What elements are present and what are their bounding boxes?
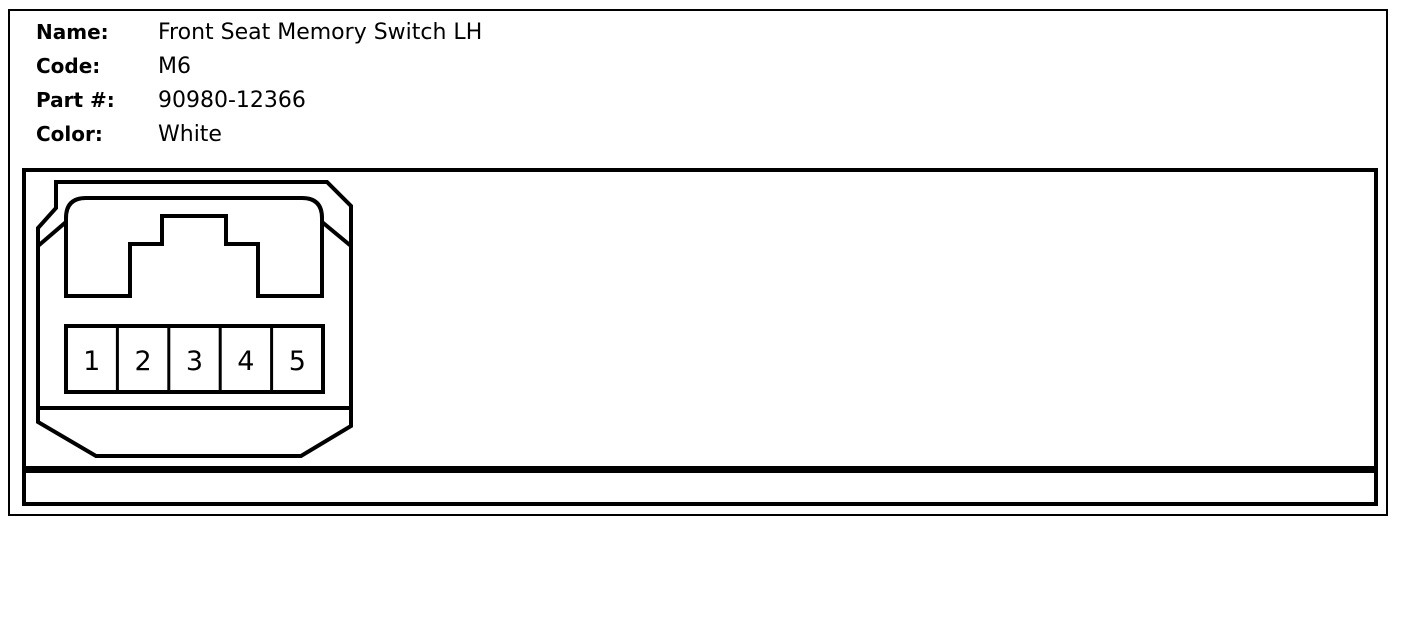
left-flange — [36, 217, 68, 294]
name-row: Name: Front Seat Memory Switch LH — [36, 17, 482, 47]
color-label: Color: — [36, 122, 103, 146]
pin-number-5: 5 — [289, 346, 306, 377]
color-value: White — [158, 121, 222, 147]
pin-number-2: 2 — [135, 346, 152, 377]
code-label: Code: — [36, 54, 101, 78]
connector-drawing-frame — [22, 168, 1378, 470]
pin-block-outline — [64, 324, 325, 394]
part-label: Part #: — [36, 88, 115, 112]
code-row: Code: M6 — [36, 51, 191, 81]
code-value: M6 — [158, 53, 191, 79]
pin-number-1: 1 — [83, 346, 100, 377]
pin-number-4: 4 — [237, 346, 254, 377]
connector-housing-outline — [36, 180, 353, 458]
color-row: Color: White — [36, 119, 222, 149]
name-label: Name: — [36, 20, 109, 44]
pin-number-3: 3 — [186, 346, 203, 377]
footer-frame — [22, 470, 1378, 506]
connector-sheet: Name: Front Seat Memory Switch LH Code: … — [8, 9, 1388, 516]
part-row: Part #: 90980-12366 — [36, 85, 306, 115]
name-value: Front Seat Memory Switch LH — [158, 19, 483, 45]
latch-window — [64, 196, 324, 298]
right-flange — [320, 217, 353, 294]
pin-cavities: 1 2 3 4 5 — [64, 324, 325, 394]
part-value: 90980-12366 — [158, 87, 306, 113]
connector-face-diagram: 1 2 3 4 5 — [36, 180, 353, 458]
